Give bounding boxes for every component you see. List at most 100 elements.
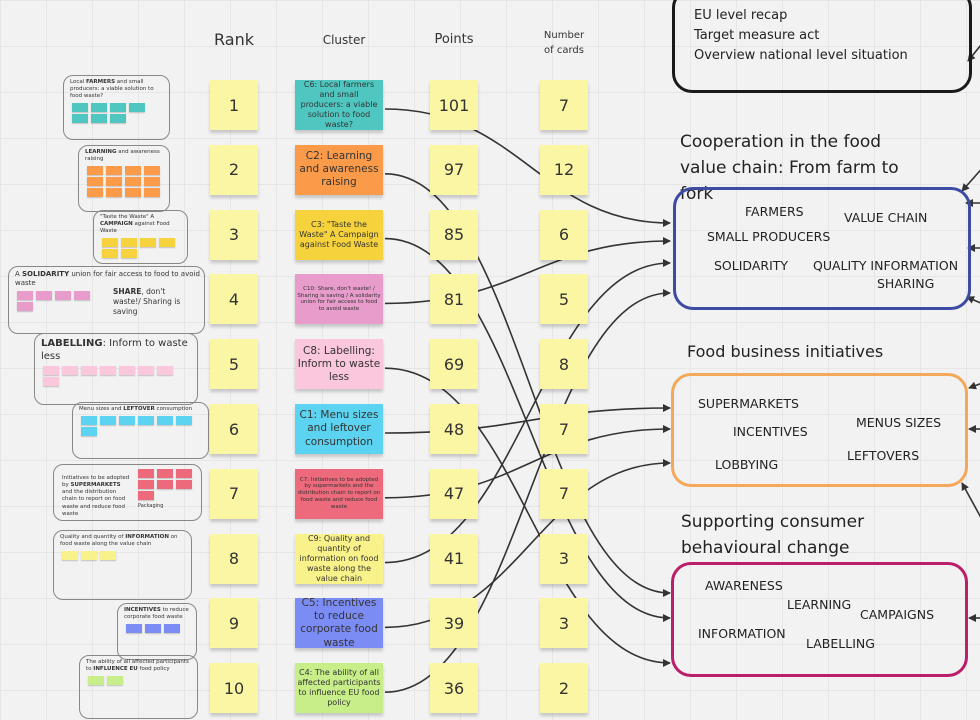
incoming-arrow [961,482,980,518]
rank-note[interactable]: 1 [210,80,258,130]
keyword: LOBBYING [715,457,779,472]
cluster-thumbnail[interactable]: "Taste the Waste" A CAMPAIGN against Foo… [93,210,188,264]
cluster-note[interactable]: C1: Menu sizes and leftover consumption [295,404,383,454]
points-note[interactable]: 36 [430,663,478,714]
keyword: FARMERS [745,204,804,219]
connector-arrow [384,259,671,564]
group-box-business[interactable]: SUPERMARKETS MENUS SIZES INCENTIVES LEFT… [671,373,968,487]
cards-note[interactable]: 8 [540,339,588,390]
cards-note[interactable]: 2 [540,663,588,714]
mini-note [144,166,160,175]
keyword: SUPERMARKETS [698,396,799,411]
points-note[interactable]: 69 [430,339,478,390]
group-box-consumer[interactable]: AWARENESS LEARNING CAMPAIGNS INFORMATION… [671,562,968,677]
mini-note [107,676,123,685]
thumbnail-title: INCENTIVES to reduce corporate food wast… [124,607,190,621]
connector-arrow [384,173,671,597]
mini-note [62,366,78,375]
keyword: LABELLING [806,636,875,651]
rank-note[interactable]: 4 [210,274,258,325]
cluster-note[interactable]: C2: Learning and awareness raising [295,144,383,195]
mini-note [87,177,103,186]
mini-note [159,238,175,247]
points-note[interactable]: 85 [430,209,478,260]
mini-note [157,366,173,375]
keyword: INCENTIVES [733,424,808,439]
cluster-thumbnail[interactable]: A SOLIDARITY union for fair access to fo… [8,266,205,334]
mini-note [176,416,192,425]
mini-note [81,551,97,560]
cluster-note[interactable]: C6: Local farmers and small producers: a… [295,80,383,130]
rank-note[interactable]: 9 [210,598,258,649]
points-note[interactable]: 39 [430,598,478,649]
keyword: LEFTOVERS [847,448,920,463]
agenda-line: Overview national level situation [694,48,908,63]
points-note[interactable]: 101 [430,80,478,130]
cards-note[interactable]: 3 [540,598,588,649]
cluster-thumbnail[interactable]: Initiatives to be adopted by SUPERMARKET… [53,464,202,521]
group-box-cooperation[interactable]: FARMERS VALUE CHAIN SMALL PRODUCERS SOLI… [673,187,971,310]
thumbnail-title: LABELLING: Inform to waste less [41,337,191,363]
cluster-note[interactable]: C5: Incentives to reduce corporate food … [295,597,383,649]
cards-note[interactable]: 7 [540,468,588,519]
points-note[interactable]: 47 [430,468,478,519]
mini-note [129,103,145,112]
mini-note [91,103,107,112]
cluster-note[interactable]: C8: Labelling: Inform to waste less [295,339,383,390]
points-note[interactable]: 97 [430,144,478,195]
points-note[interactable]: 48 [430,404,478,454]
cluster-thumbnail[interactable]: Menu sizes and LEFTOVER consumption [72,402,209,459]
points-header: Points [434,32,474,47]
thumbnail-title-part: LABELLING [41,338,103,349]
rank-note[interactable]: 2 [210,144,258,195]
cards-header: Number of cards [535,28,593,58]
cards-note[interactable]: 6 [540,209,588,260]
thumbnail-title-part: against Food Waste [100,221,170,235]
rank-note[interactable]: 6 [210,404,258,454]
mini-note [144,177,160,186]
thumbnail-title: LEARNING and awareness raising [85,149,163,163]
mini-note [157,469,173,478]
cluster-note[interactable]: C7: Initiatives to be adopted by superma… [295,468,383,519]
mini-note [125,177,141,186]
mini-note [100,551,116,560]
cluster-note[interactable]: C9: Quality and quantity of information … [295,533,383,584]
agenda-box[interactable]: EU level recap Target measure act Overvi… [672,0,972,93]
cluster-thumbnail[interactable]: Quality and quantity of INFORMATION on f… [53,530,192,600]
cluster-thumbnail[interactable]: LEARNING and awareness raising [78,145,170,212]
points-note[interactable]: 41 [430,533,478,584]
mini-note [102,249,118,258]
mini-note [81,416,97,425]
cards-note[interactable]: 5 [540,274,588,325]
thumbnail-subtitle: SHARE, don't waste!/ Sharing is saving [113,287,193,316]
cards-note[interactable]: 7 [540,404,588,454]
cards-note[interactable]: 3 [540,533,588,584]
agenda-line: EU level recap [694,8,788,23]
cluster-note[interactable]: C10: Share, don't waste! / Sharing is sa… [295,274,383,325]
cluster-note[interactable]: C4: The ability of all affected particip… [295,663,383,714]
mini-note [100,416,116,425]
cluster-thumbnail[interactable]: Local FARMERS and small producers: a via… [63,75,170,140]
thumbnail-title-part: Menu sizes and [79,406,124,412]
thumbnail-title-part: and the distribution chain to report on … [62,489,126,517]
mini-note [74,291,90,300]
keyword: CAMPAIGNS [860,607,935,622]
rank-note[interactable]: 10 [210,663,258,714]
thumbnail-title-part: A [15,270,23,278]
cluster-thumbnail[interactable]: The ability of all affected participants… [79,655,198,719]
cluster-note[interactable]: C3: "Taste the Waste" A Campaign against… [295,209,383,260]
rank-note[interactable]: 8 [210,533,258,584]
cluster-thumbnail[interactable]: LABELLING: Inform to waste less [34,333,198,405]
cards-note[interactable]: 12 [540,144,588,195]
points-note[interactable]: 81 [430,274,478,325]
rank-note[interactable]: 3 [210,209,258,260]
rank-note[interactable]: 5 [210,339,258,390]
cards-note[interactable]: 7 [540,80,588,130]
incoming-arrow [961,169,980,192]
rank-note[interactable]: 7 [210,468,258,519]
thumbnail-title-part: SOLIDARITY [22,270,70,278]
cluster-thumbnail[interactable]: INCENTIVES to reduce corporate food wast… [117,603,197,660]
mini-note [121,238,137,247]
mini-note [62,551,78,560]
mini-note [100,366,116,375]
